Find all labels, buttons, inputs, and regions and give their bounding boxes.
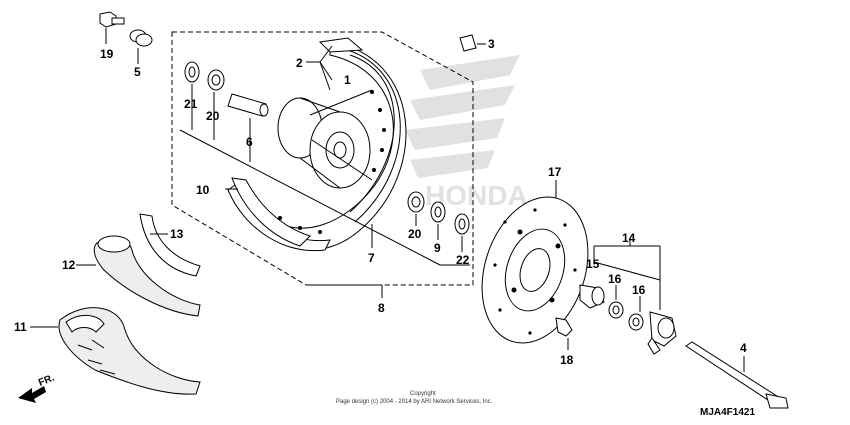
rim-band-2-part: [318, 37, 364, 53]
distance-collar-6-part: [227, 93, 269, 134]
callout-19: 19: [100, 47, 114, 61]
retainer-15-part: [579, 284, 605, 309]
gearbox-group-14: [593, 238, 661, 310]
callout-15: 15: [586, 257, 600, 271]
callout-3: 3: [488, 37, 495, 51]
assembly-outline: [171, 31, 474, 286]
callout-8: 8: [378, 301, 385, 315]
washer-16b-part: [628, 296, 644, 331]
wheel-hub-part: [277, 89, 373, 189]
washer-16a-part: [608, 285, 624, 319]
callout-21: 21: [184, 97, 198, 111]
copyright-label: Copyright: [410, 391, 436, 397]
bearing-21-part: [184, 61, 200, 96]
bolt-19-part: [99, 11, 125, 44]
gearbox-part: [647, 311, 677, 355]
callout-17: 17: [548, 165, 562, 179]
callout-13: 13: [170, 227, 184, 241]
callout-2: 2: [296, 56, 303, 70]
collar-5-part: [129, 29, 153, 64]
callout-12: 12: [62, 258, 76, 272]
callout-9: 9: [434, 241, 441, 255]
page-design-credit: Page design (c) 2004 - 2014 by ARI Netwo…: [336, 399, 493, 405]
watermark-wing-logo: HONDA: [405, 55, 528, 211]
rim-band-10-part: [231, 177, 311, 247]
tube-12-part: [76, 235, 201, 317]
callout-4: 4: [740, 341, 747, 355]
callout-16b: 16: [632, 283, 646, 297]
callout-6: 6: [246, 135, 253, 149]
callout-1: 1: [344, 73, 351, 87]
callout-5: 5: [134, 65, 141, 79]
seal-22-part: [454, 213, 470, 252]
callout-14: 14: [622, 231, 636, 245]
assembly-leader-lines: [179, 45, 470, 298]
callout-18: 18: [560, 353, 574, 367]
callout-7: 7: [368, 251, 375, 265]
brake-disc-17-part: [481, 180, 589, 344]
cap-3-part: [459, 34, 486, 52]
bolt-18-part: [555, 317, 573, 350]
bearing-20-lower-part: [407, 191, 425, 226]
callout-16a: 16: [608, 272, 622, 286]
direction-label: FR.: [37, 372, 56, 388]
callout-10: 10: [196, 183, 210, 197]
tire-11-part: [30, 307, 201, 395]
wheel-rim-part: [227, 41, 407, 252]
front-direction-arrow-icon: [18, 386, 46, 403]
axle-4-part: [685, 341, 789, 409]
callout-20-lower: 20: [408, 227, 422, 241]
rim-band-13-part: [139, 213, 201, 277]
dust-seal-20-part: [207, 69, 225, 108]
callout-11: 11: [14, 320, 27, 334]
diagram-code: MJA4F1421: [700, 407, 755, 418]
collar-9-part: [430, 201, 446, 240]
callout-20-upper: 20: [206, 109, 220, 123]
callout-22: 22: [456, 253, 470, 267]
